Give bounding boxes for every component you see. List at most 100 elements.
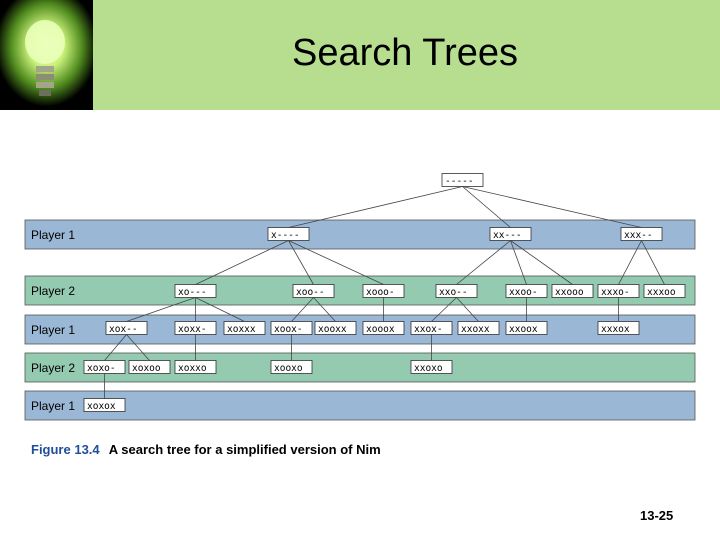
tree-edge — [104, 334, 127, 361]
tree-node-box — [597, 321, 640, 335]
tree-edge — [456, 240, 511, 285]
tree-node-box — [597, 284, 640, 298]
tree-edge — [195, 240, 289, 285]
tree-node: xxxoo — [643, 284, 686, 298]
tree-node-box — [505, 321, 548, 335]
tree-node-label: xxoox — [509, 324, 538, 335]
tree-node-label: xoxxo — [178, 363, 207, 374]
tree-node-label: xxxoo — [647, 287, 676, 298]
tree-node: xxo-- — [435, 284, 478, 298]
tree-node: xoox- — [270, 321, 313, 335]
tree-node-box — [105, 321, 148, 335]
tree-node-box — [174, 360, 217, 374]
tree-node: xoxox — [83, 398, 126, 412]
tree-node: xxox- — [410, 321, 453, 335]
tree-node-label: xxxo- — [601, 287, 630, 298]
tree-node-label: xooxx — [318, 324, 347, 335]
tree-node-box — [489, 227, 532, 241]
tree-node-label: xoxox — [87, 401, 116, 412]
page-number: 13-25 — [640, 508, 674, 523]
tree-node-label: xoxo- — [87, 363, 116, 374]
tree-node: x---- — [267, 227, 310, 241]
tree-node: xxx-- — [620, 227, 663, 241]
tree-node: xxoxo — [410, 360, 453, 374]
tree-node-box — [362, 321, 405, 335]
tree-node: xooxo — [270, 360, 313, 374]
player-band — [24, 352, 696, 383]
tree-node-label: xoxoo — [132, 363, 161, 374]
tree-node-box — [128, 360, 171, 374]
tree-node: xo--- — [174, 284, 217, 298]
tree-node-box — [457, 321, 500, 335]
tree-node-box — [410, 360, 453, 374]
tree-edges — [104, 186, 665, 399]
tree-edge — [291, 297, 314, 322]
tree-node: xx--- — [489, 227, 532, 241]
tree-node: xxoo- — [505, 284, 548, 298]
tree-edge — [462, 186, 511, 228]
tree-edge — [641, 240, 665, 285]
tree-node-box — [174, 321, 217, 335]
tree-node: xxoox — [505, 321, 548, 335]
tree-node-label: x---- — [271, 230, 300, 241]
tree-node-box — [362, 284, 405, 298]
tree-edge — [288, 240, 384, 285]
tree-node-label: xxo-- — [439, 287, 468, 298]
tree-node-label: xoxxx — [227, 324, 256, 335]
player-band — [24, 390, 696, 421]
tree-node-label: xxxox — [601, 324, 630, 335]
tree-nodes: ----- x---- xx--- xxx-- xo--- xoo-- xooo-xxo--… — [83, 173, 686, 412]
tree-node: xoo-- — [292, 284, 335, 298]
tree-node-box — [643, 284, 686, 298]
lightbulb-logo — [0, 0, 93, 110]
tree-node: xxoxx — [457, 321, 500, 335]
tree-node-box — [83, 398, 126, 412]
band-label: Player 1 — [31, 399, 75, 413]
player-band — [24, 275, 696, 306]
tree-node-label: xooox — [366, 324, 395, 335]
tree-node-box — [270, 360, 313, 374]
tree-edge — [126, 334, 150, 361]
tree-node-label: xo--- — [178, 287, 207, 298]
tree-node-box — [435, 284, 478, 298]
tree-node-label: xox-- — [109, 324, 138, 335]
tree-node-label: xoxx- — [178, 324, 207, 335]
tree-edge — [462, 186, 642, 228]
tree-node-label: xxx-- — [624, 230, 653, 241]
slide-title: Search Trees — [292, 32, 518, 74]
tree-node: xoxxo — [174, 360, 217, 374]
tree-edge — [195, 297, 245, 322]
tree-edge — [431, 297, 457, 322]
band-label: Player 2 — [31, 361, 75, 375]
caption-text: A search tree for a simplified version o… — [108, 442, 381, 457]
tree-node-label: xxoo- — [509, 287, 538, 298]
tree-node-label: xxoxx — [461, 324, 490, 335]
tree-node-label: xooo- — [366, 287, 395, 298]
tree-edge — [456, 297, 479, 322]
tree-edge — [510, 240, 573, 285]
tree-node-label: xxoxo — [414, 363, 443, 374]
tree-node-box — [620, 227, 663, 241]
tree-edge — [313, 297, 336, 322]
band-label: Player 1 — [31, 228, 75, 242]
tree-node: xxxo- — [597, 284, 640, 298]
tree-node: xoxo- — [83, 360, 126, 374]
lightbulb-icon — [0, 0, 93, 110]
tree-node-label: xxooo — [555, 287, 584, 298]
tree-node-box — [314, 321, 357, 335]
tree-edge — [288, 240, 314, 285]
tree-node-box — [551, 284, 594, 298]
tree-node-box — [505, 284, 548, 298]
tree-edge — [288, 186, 463, 228]
tree-node: xox-- — [105, 321, 148, 335]
tree-node-box — [267, 227, 310, 241]
tree-edge — [618, 240, 642, 285]
figure-label: Figure 13.4 — [31, 442, 100, 457]
tree-node-box — [223, 321, 266, 335]
tree-node: ----- — [441, 173, 484, 187]
tree-node-label: xoo-- — [296, 287, 325, 298]
tree-node-label: xx--- — [493, 230, 522, 241]
slide-header — [0, 0, 720, 110]
